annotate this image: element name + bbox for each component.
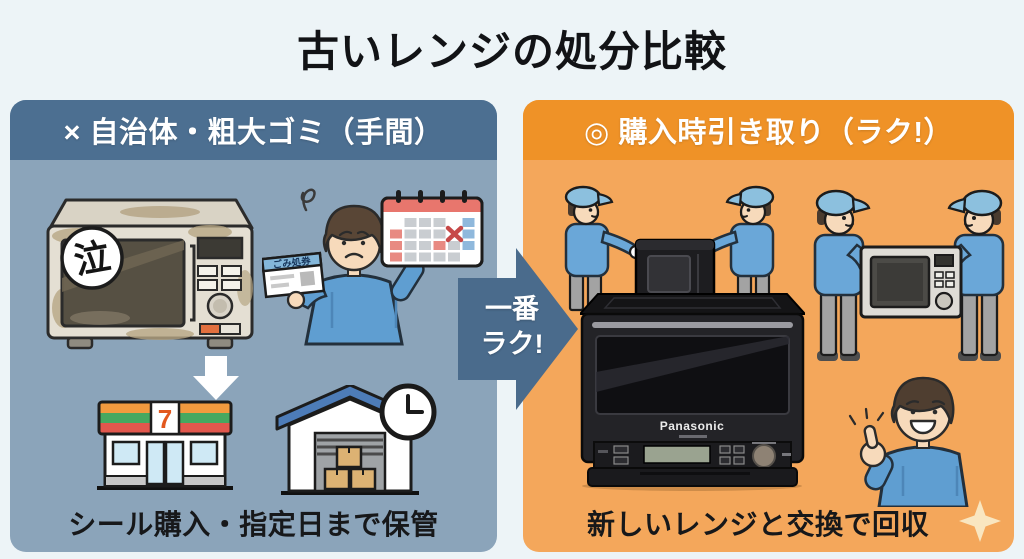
svg-text:ごみ処券: ごみ処券 (272, 255, 312, 271)
crying-badge: 泣 (60, 226, 124, 290)
sparkle-icon (959, 500, 1001, 542)
arrow-label: 一番 ラク! (459, 292, 565, 362)
calendar-x-mark-icon (445, 225, 464, 243)
brand-label: Panasonic (660, 419, 725, 433)
left-caption: シール購入・指定日まで保管 (68, 509, 439, 540)
right-panel-header: ◎ 購入時引き取り（ラク!） (523, 100, 1014, 160)
calendar-icon (380, 190, 484, 268)
worried-person-icon: ごみ処券 (262, 188, 435, 346)
right-caption: 新しいレンジと交換で回収 (586, 509, 929, 540)
page-title: 古いレンジの処分比較 (296, 28, 727, 75)
new-microwave-icon: Panasonic (580, 293, 805, 491)
workers-back-pair-icon (564, 185, 775, 312)
svg-text:泣: 泣 (71, 235, 114, 282)
arrow-label-line1: 一番 (485, 294, 539, 324)
happy-customer-icon (848, 376, 969, 507)
workers-carrying-microwave-icon (813, 189, 1005, 363)
convenience-store-icon: 7 (97, 400, 233, 490)
confusion-squiggle-icon (300, 188, 316, 212)
store-awning: 7 (97, 400, 233, 436)
left-panel-header: × 自治体・粗大ゴミ（手間） (10, 100, 497, 160)
transition-arrow-icon (458, 248, 578, 410)
down-arrow-icon (193, 356, 239, 400)
arrow-label-line2: ラク! (480, 329, 544, 360)
store-logo: 7 (158, 404, 172, 434)
small-black-microwave-icon (634, 238, 716, 312)
gray-microwave-icon (859, 245, 963, 319)
boxes-icon (323, 445, 377, 491)
old-microwave-icon: 泣 (46, 198, 254, 350)
garbage-ticket-icon: ごみ処券 (262, 251, 326, 299)
thumbs-up-icon (848, 407, 887, 468)
clock-icon (379, 383, 437, 441)
